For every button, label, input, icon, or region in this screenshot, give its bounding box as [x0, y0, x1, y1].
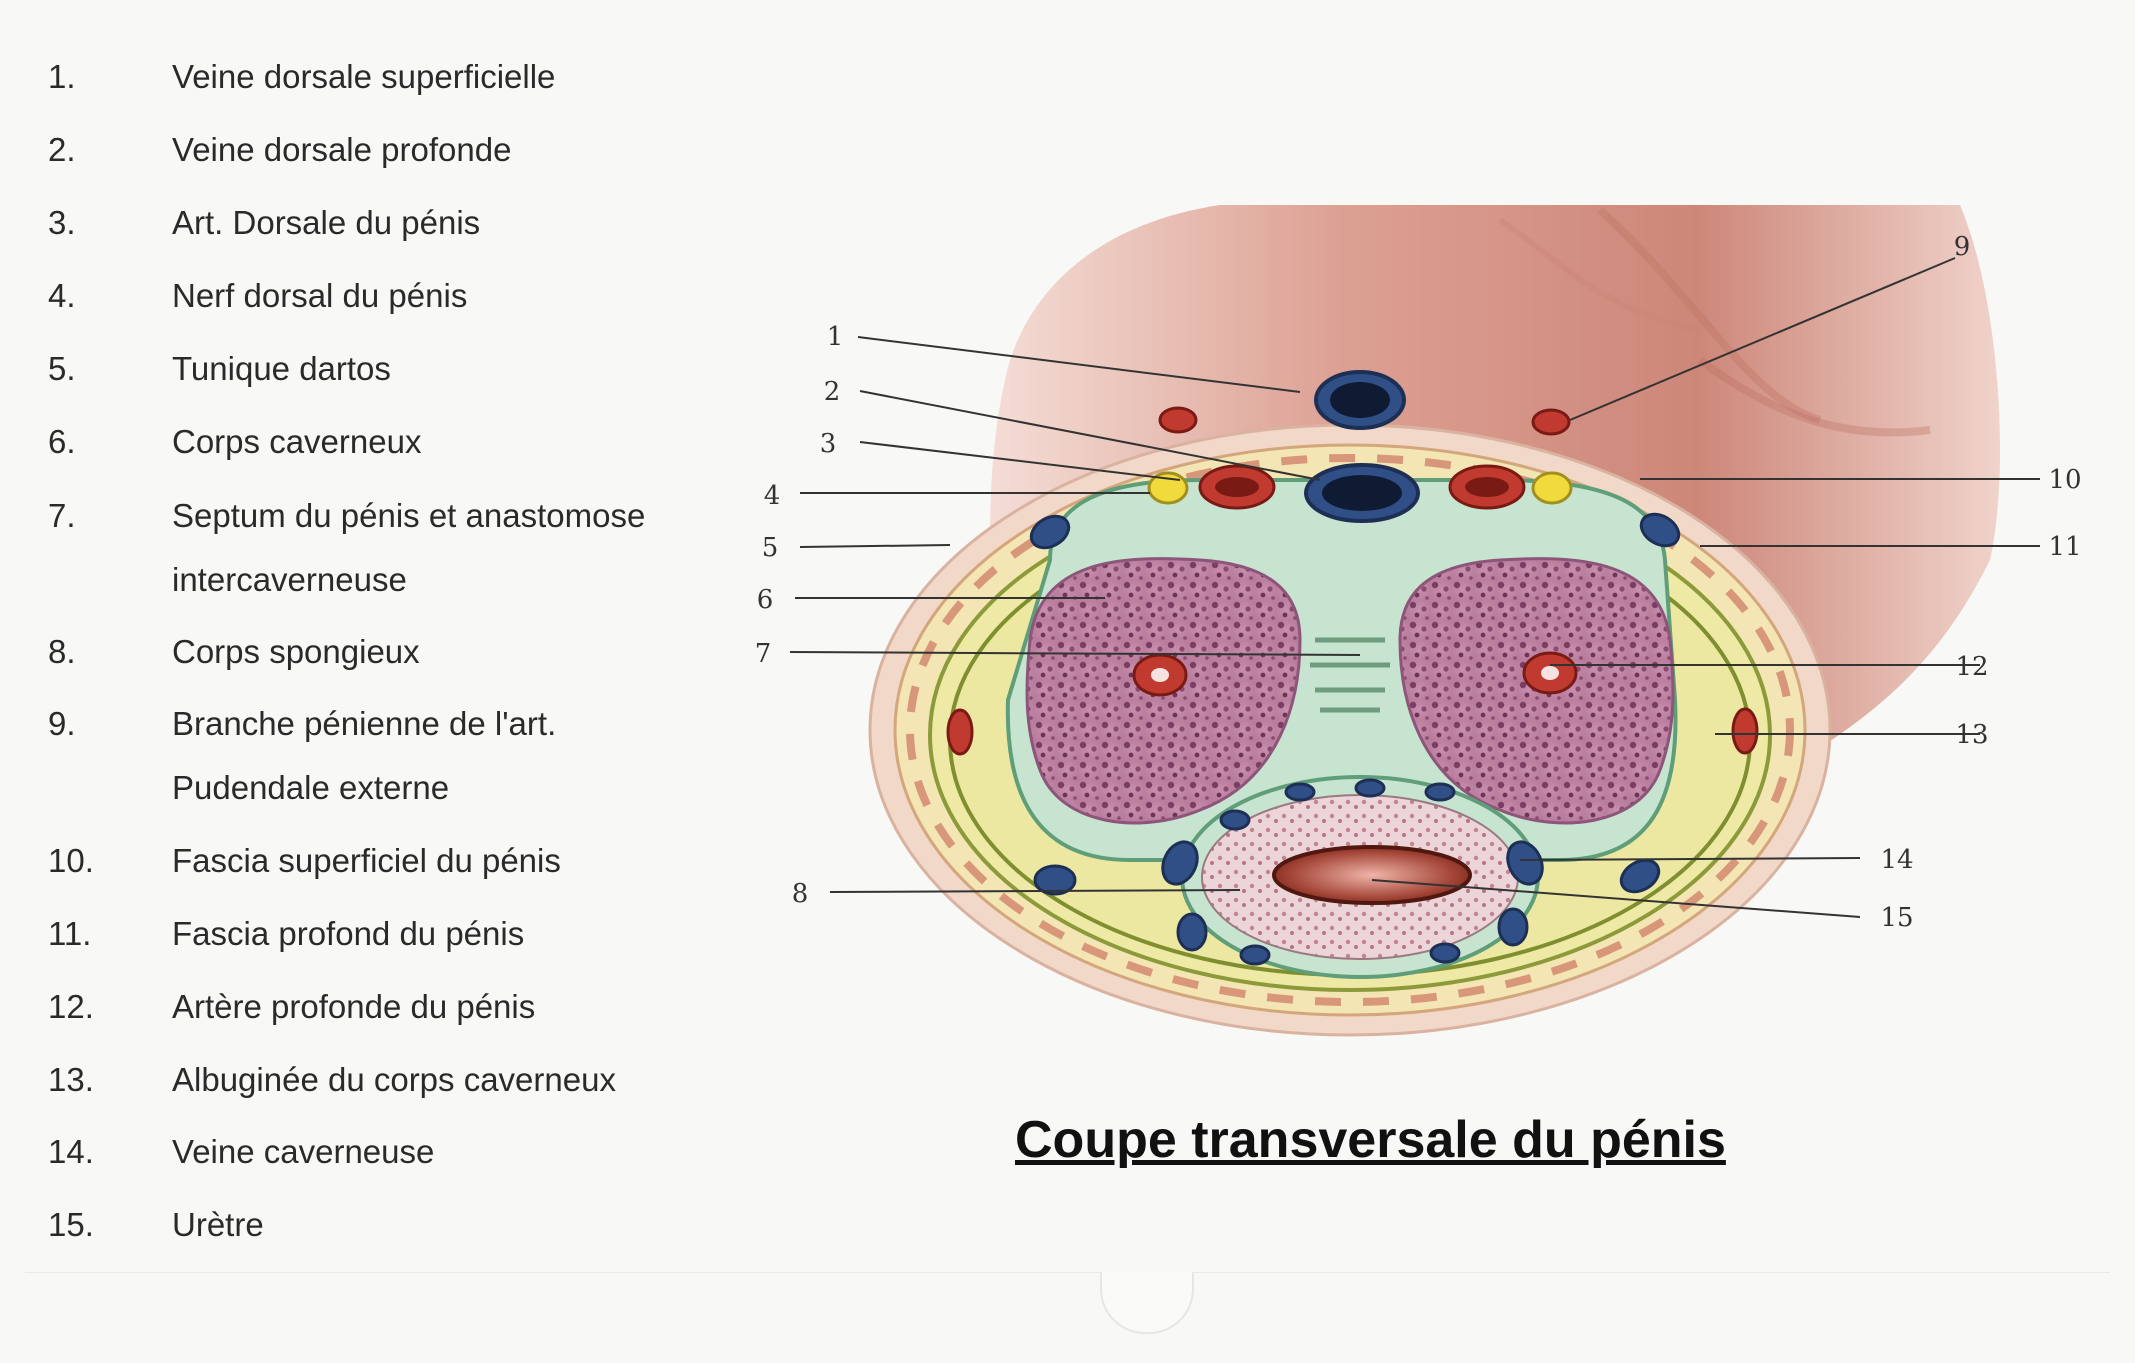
legend-number: 2. [48, 131, 76, 168]
cavernous-vein-1 [1161, 840, 1199, 886]
legend-text: Pudendale externe [172, 769, 450, 806]
callout-label-7: 7 [755, 639, 772, 669]
callout-label-15: 15 [1880, 903, 1913, 933]
cavernous-vein-2 [1506, 840, 1544, 886]
callout-label-12: 12 [1955, 652, 1988, 682]
callout-label-1: 1 [827, 322, 844, 352]
small-vein-5 [1239, 944, 1271, 966]
legend-text: Tunique dartos [172, 350, 391, 387]
skin-fold-3 [1697, 356, 1931, 437]
dorsal-nerve-right [1531, 471, 1573, 505]
cavernous-vein-6 [1497, 907, 1529, 947]
legend-text: Urètre [172, 1206, 264, 1243]
small-vein-4 [1219, 809, 1251, 831]
legend-number: 11. [48, 915, 92, 952]
cavernous-vein-4 [1619, 858, 1661, 894]
callout-label-4: 4 [764, 481, 781, 511]
cavernous-vein-3 [1033, 864, 1077, 896]
legend-number: 15. [48, 1206, 94, 1243]
diagram-title: Coupe transversale du pénis [1015, 1111, 1726, 1169]
legend-text: Veine dorsale superficielle [172, 58, 556, 95]
legend-number: 4. [48, 277, 76, 314]
legend-number: 3. [48, 204, 76, 241]
callout-label-6: 6 [757, 585, 774, 615]
leader-lines [789, 257, 2040, 918]
legend-text: Nerf dorsal du pénis [172, 277, 468, 314]
lateral-vein-left [1029, 514, 1071, 550]
legend-text: Branche pénienne de l'art. [172, 705, 557, 742]
legend-number: 6. [48, 423, 76, 460]
legend-number: 5. [48, 350, 76, 387]
legend-number: 13. [48, 1061, 94, 1098]
callout-label-8: 8 [792, 879, 809, 909]
urethra [1272, 845, 1472, 905]
cavernous-vein-5 [1176, 912, 1208, 952]
lateral-artery-right [1731, 707, 1759, 755]
dorsal-artery-right-lumen [1465, 477, 1509, 497]
legend-text: Albuginée du corps caverneux [172, 1061, 616, 1098]
pudendal-branch-right [1531, 408, 1571, 436]
deep-artery-right-lumen [1541, 666, 1559, 680]
lateral-artery-left [946, 708, 974, 756]
legend-number: 1. [48, 58, 76, 95]
small-vein-3 [1424, 782, 1456, 802]
legend-text: Artère profonde du pénis [172, 988, 536, 1025]
callout-label-5: 5 [762, 533, 779, 563]
lateral-vein-right [1639, 512, 1681, 548]
legend-text: Corps spongieux [172, 633, 420, 670]
dartos-vessels [906, 454, 1794, 1006]
legend-number: 10. [48, 842, 94, 879]
callout-label-13: 13 [1955, 720, 1988, 750]
septum [1310, 637, 1390, 713]
legend-text: Art. Dorsale du pénis [172, 204, 481, 241]
pudendal-branch-left [1158, 406, 1198, 434]
legend-number: 9. [48, 705, 76, 742]
callout-label-9: 9 [1954, 232, 1971, 262]
legend-text: Veine caverneuse [172, 1133, 435, 1170]
legend-text: intercaverneuse [172, 561, 407, 598]
legend-text: Septum du pénis et anastomose [172, 497, 646, 534]
legend-text: Corps caverneux [172, 423, 422, 460]
callout-label-10: 10 [2048, 465, 2081, 495]
dorsal-artery-left-lumen [1215, 477, 1259, 497]
small-vein-1 [1284, 782, 1316, 802]
skin-fold-2 [1498, 217, 1701, 333]
deep-dorsal-vein-lumen [1322, 475, 1402, 511]
bottom-divider [25, 1272, 2110, 1273]
small-vein-2 [1354, 778, 1386, 798]
legend-text: Fascia profond du pénis [172, 915, 525, 952]
deep-artery-left-lumen [1151, 668, 1169, 682]
callout-label-14: 14 [1880, 845, 1913, 875]
legend-number: 8. [48, 633, 76, 670]
legend-number: 7. [48, 497, 76, 534]
legend-text: Fascia superficiel du pénis [172, 842, 561, 879]
callout-label-11: 11 [2048, 532, 2081, 562]
legend-number: 14. [48, 1133, 94, 1170]
small-vein-6 [1429, 942, 1461, 964]
legend-text: Veine dorsale profonde [172, 131, 512, 168]
skin-fold-1 [1597, 207, 1822, 424]
legend-number: 12. [48, 988, 94, 1025]
callout-label-2: 2 [824, 377, 841, 407]
superficial-dorsal-vein-lumen [1330, 382, 1390, 418]
legend: 1. Veine dorsale superficielle 2. Veine dor… [0, 0, 720, 1290]
callout-label-3: 3 [820, 429, 837, 459]
